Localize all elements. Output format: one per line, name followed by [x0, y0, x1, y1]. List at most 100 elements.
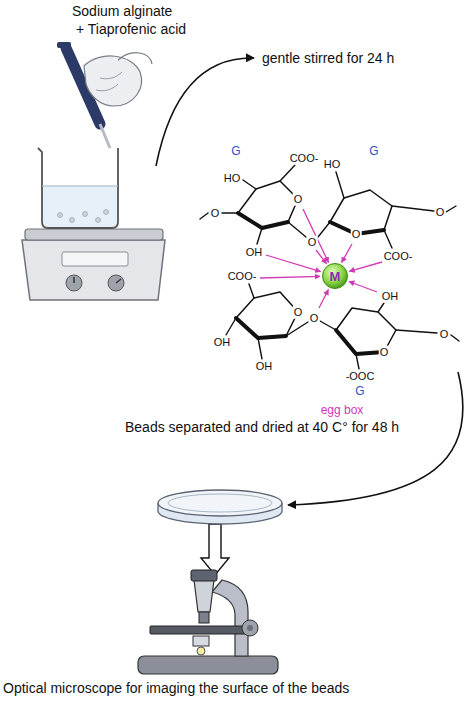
- process-arrow: [288, 372, 463, 505]
- beaker: [83, 212, 88, 217]
- microscope: [138, 570, 278, 674]
- chemical-bond: [249, 284, 254, 298]
- chemical-bond: [384, 230, 392, 248]
- beaker: [96, 218, 101, 223]
- chemical-bond: [446, 206, 456, 212]
- chemical-bond: [222, 212, 238, 213]
- circle-outline: [323, 264, 348, 289]
- atom-label: O: [309, 312, 320, 325]
- beaker: [58, 213, 63, 218]
- reagent-label: Sodium alginate: [72, 3, 172, 19]
- chemical-bond: [356, 354, 359, 369]
- sugar-ring: [236, 181, 396, 354]
- chemical-bond: [396, 330, 437, 333]
- atom-label: O: [293, 193, 304, 206]
- coordination-arrow: [260, 209, 382, 308]
- unit-letter: G: [354, 385, 365, 399]
- group-label: COO-: [227, 270, 258, 283]
- sugar-ring: [236, 318, 286, 338]
- microscope: [197, 647, 205, 655]
- coordination-arrow: [316, 250, 326, 264]
- beaker: [38, 148, 118, 228]
- chemical-bond: [280, 165, 295, 181]
- reagent-label: + Tiaprofenic acid: [76, 21, 186, 37]
- process-arrow: [156, 58, 463, 575]
- microscope: [212, 580, 248, 656]
- petri-dish: [158, 490, 282, 524]
- gloved-hand: [84, 53, 152, 106]
- group-label: -OOC: [345, 370, 376, 383]
- step-label: Optical microscope for imaging the surfa…: [3, 680, 349, 696]
- unit-letter: G: [230, 145, 241, 159]
- coordination-arrow: [342, 244, 352, 263]
- microscope: [138, 656, 278, 674]
- ion-symbol: M: [330, 270, 341, 283]
- group-label: OH: [381, 290, 400, 303]
- gloved-hand: [100, 72, 122, 79]
- sugar-ring: [238, 213, 288, 228]
- process-arrow: [201, 524, 229, 575]
- coordination-arrow: [349, 282, 377, 293]
- hot-plate: [73, 277, 75, 283]
- petri-dish: [168, 494, 272, 512]
- coordination-arrow: [349, 262, 382, 271]
- step-label: Beads separated and dried at 40 C° for 4…: [125, 419, 399, 435]
- hot-plate: [62, 252, 128, 266]
- chemical-bond: [243, 180, 256, 189]
- beaker: [104, 210, 109, 215]
- hot-plate: [22, 240, 165, 300]
- gloved-hand: [96, 84, 118, 91]
- coordination-arrow: [260, 276, 320, 278]
- group-label: HO: [323, 158, 342, 171]
- coordination-arrow: [319, 290, 328, 309]
- metal-ion-circle: M: [322, 263, 348, 289]
- atom-label: O: [307, 236, 318, 249]
- pipette: [100, 124, 110, 148]
- group-label: COO-: [383, 250, 414, 263]
- microscope: [150, 626, 246, 634]
- chemical-bond: [286, 322, 308, 336]
- unit-letter: G: [368, 145, 379, 159]
- atom-label: O: [435, 206, 446, 219]
- atom-label: O: [210, 207, 221, 220]
- chemical-bond: [336, 172, 344, 198]
- beaker: [38, 148, 118, 228]
- atom-label: O: [439, 328, 450, 341]
- group-label: HO: [223, 172, 242, 185]
- gloved-hand: [118, 53, 152, 64]
- beaker: [70, 218, 75, 223]
- group-label: OH: [245, 246, 264, 259]
- group-label: COO-: [289, 152, 320, 165]
- hot-plate: [25, 229, 163, 240]
- process-arrow: [156, 58, 254, 166]
- petri-dish: [158, 490, 282, 516]
- chemical-bond: [288, 222, 306, 237]
- chemical-bond: [378, 303, 384, 312]
- hot-plate: [66, 275, 82, 291]
- microscope: [191, 570, 217, 581]
- chemical-bond: [320, 321, 336, 330]
- atom-label: O: [293, 306, 304, 319]
- beaker: [42, 186, 118, 187]
- sugar-ring: [336, 330, 384, 354]
- group-label: OH: [213, 336, 232, 349]
- hot-plate: [108, 275, 124, 291]
- microscope: [193, 636, 209, 646]
- microscope: [242, 620, 258, 636]
- microscope: [247, 625, 253, 631]
- chemical-bond: [451, 335, 459, 341]
- sugar-ring: [330, 190, 392, 230]
- microscope: [194, 580, 214, 612]
- gloved-hand: [84, 56, 142, 106]
- chemical-bond: [258, 338, 262, 359]
- atom-label: O: [379, 346, 390, 359]
- coordination-arrow: [266, 255, 321, 272]
- chemical-bond: [200, 213, 208, 219]
- chemical-bond: [226, 318, 236, 335]
- atom-label: O: [351, 228, 362, 241]
- chemical-bond: [257, 228, 262, 244]
- group-label: OH: [255, 360, 274, 373]
- sugar-ring: [238, 181, 298, 222]
- chemical-bond: [392, 206, 434, 211]
- beaker: [42, 186, 118, 227]
